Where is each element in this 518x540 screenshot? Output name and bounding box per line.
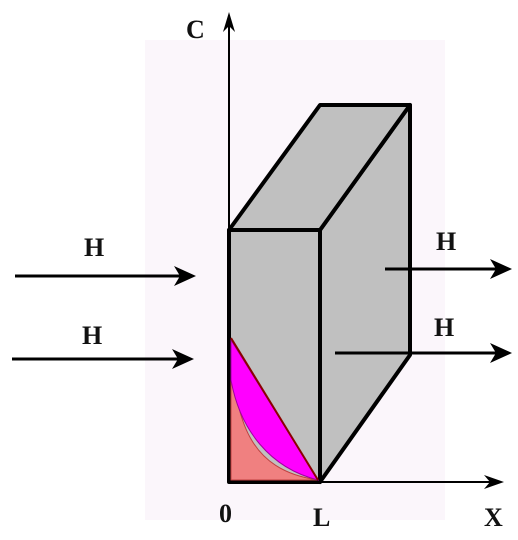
arrowhead-icon	[174, 266, 196, 286]
flux-label-out-top: H	[436, 227, 456, 256]
x-axis-arrowhead	[484, 475, 504, 489]
flux-label-out-bottom: H	[434, 313, 454, 342]
origin-label: 0	[219, 499, 232, 528]
profile-boundary-line	[230, 337, 319, 481]
flux-label-in-bottom: H	[82, 321, 102, 350]
incoming-flux-arrow-bottom	[12, 349, 194, 369]
c-axis-arrowhead	[223, 12, 235, 32]
length-label: L	[313, 503, 330, 532]
x-axis-label: X	[484, 503, 503, 532]
incoming-flux-arrow-top	[15, 266, 196, 286]
flux-label-in-top: H	[84, 233, 104, 262]
c-axis-label: C	[186, 15, 205, 44]
outgoing-flux-arrow-top	[385, 259, 512, 279]
concentration-profiles	[230, 337, 320, 481]
arrowhead-icon	[490, 343, 512, 363]
arrowhead-icon	[172, 349, 194, 369]
arrowhead-icon	[490, 259, 512, 279]
outgoing-flux-arrow-bottom	[335, 343, 512, 363]
